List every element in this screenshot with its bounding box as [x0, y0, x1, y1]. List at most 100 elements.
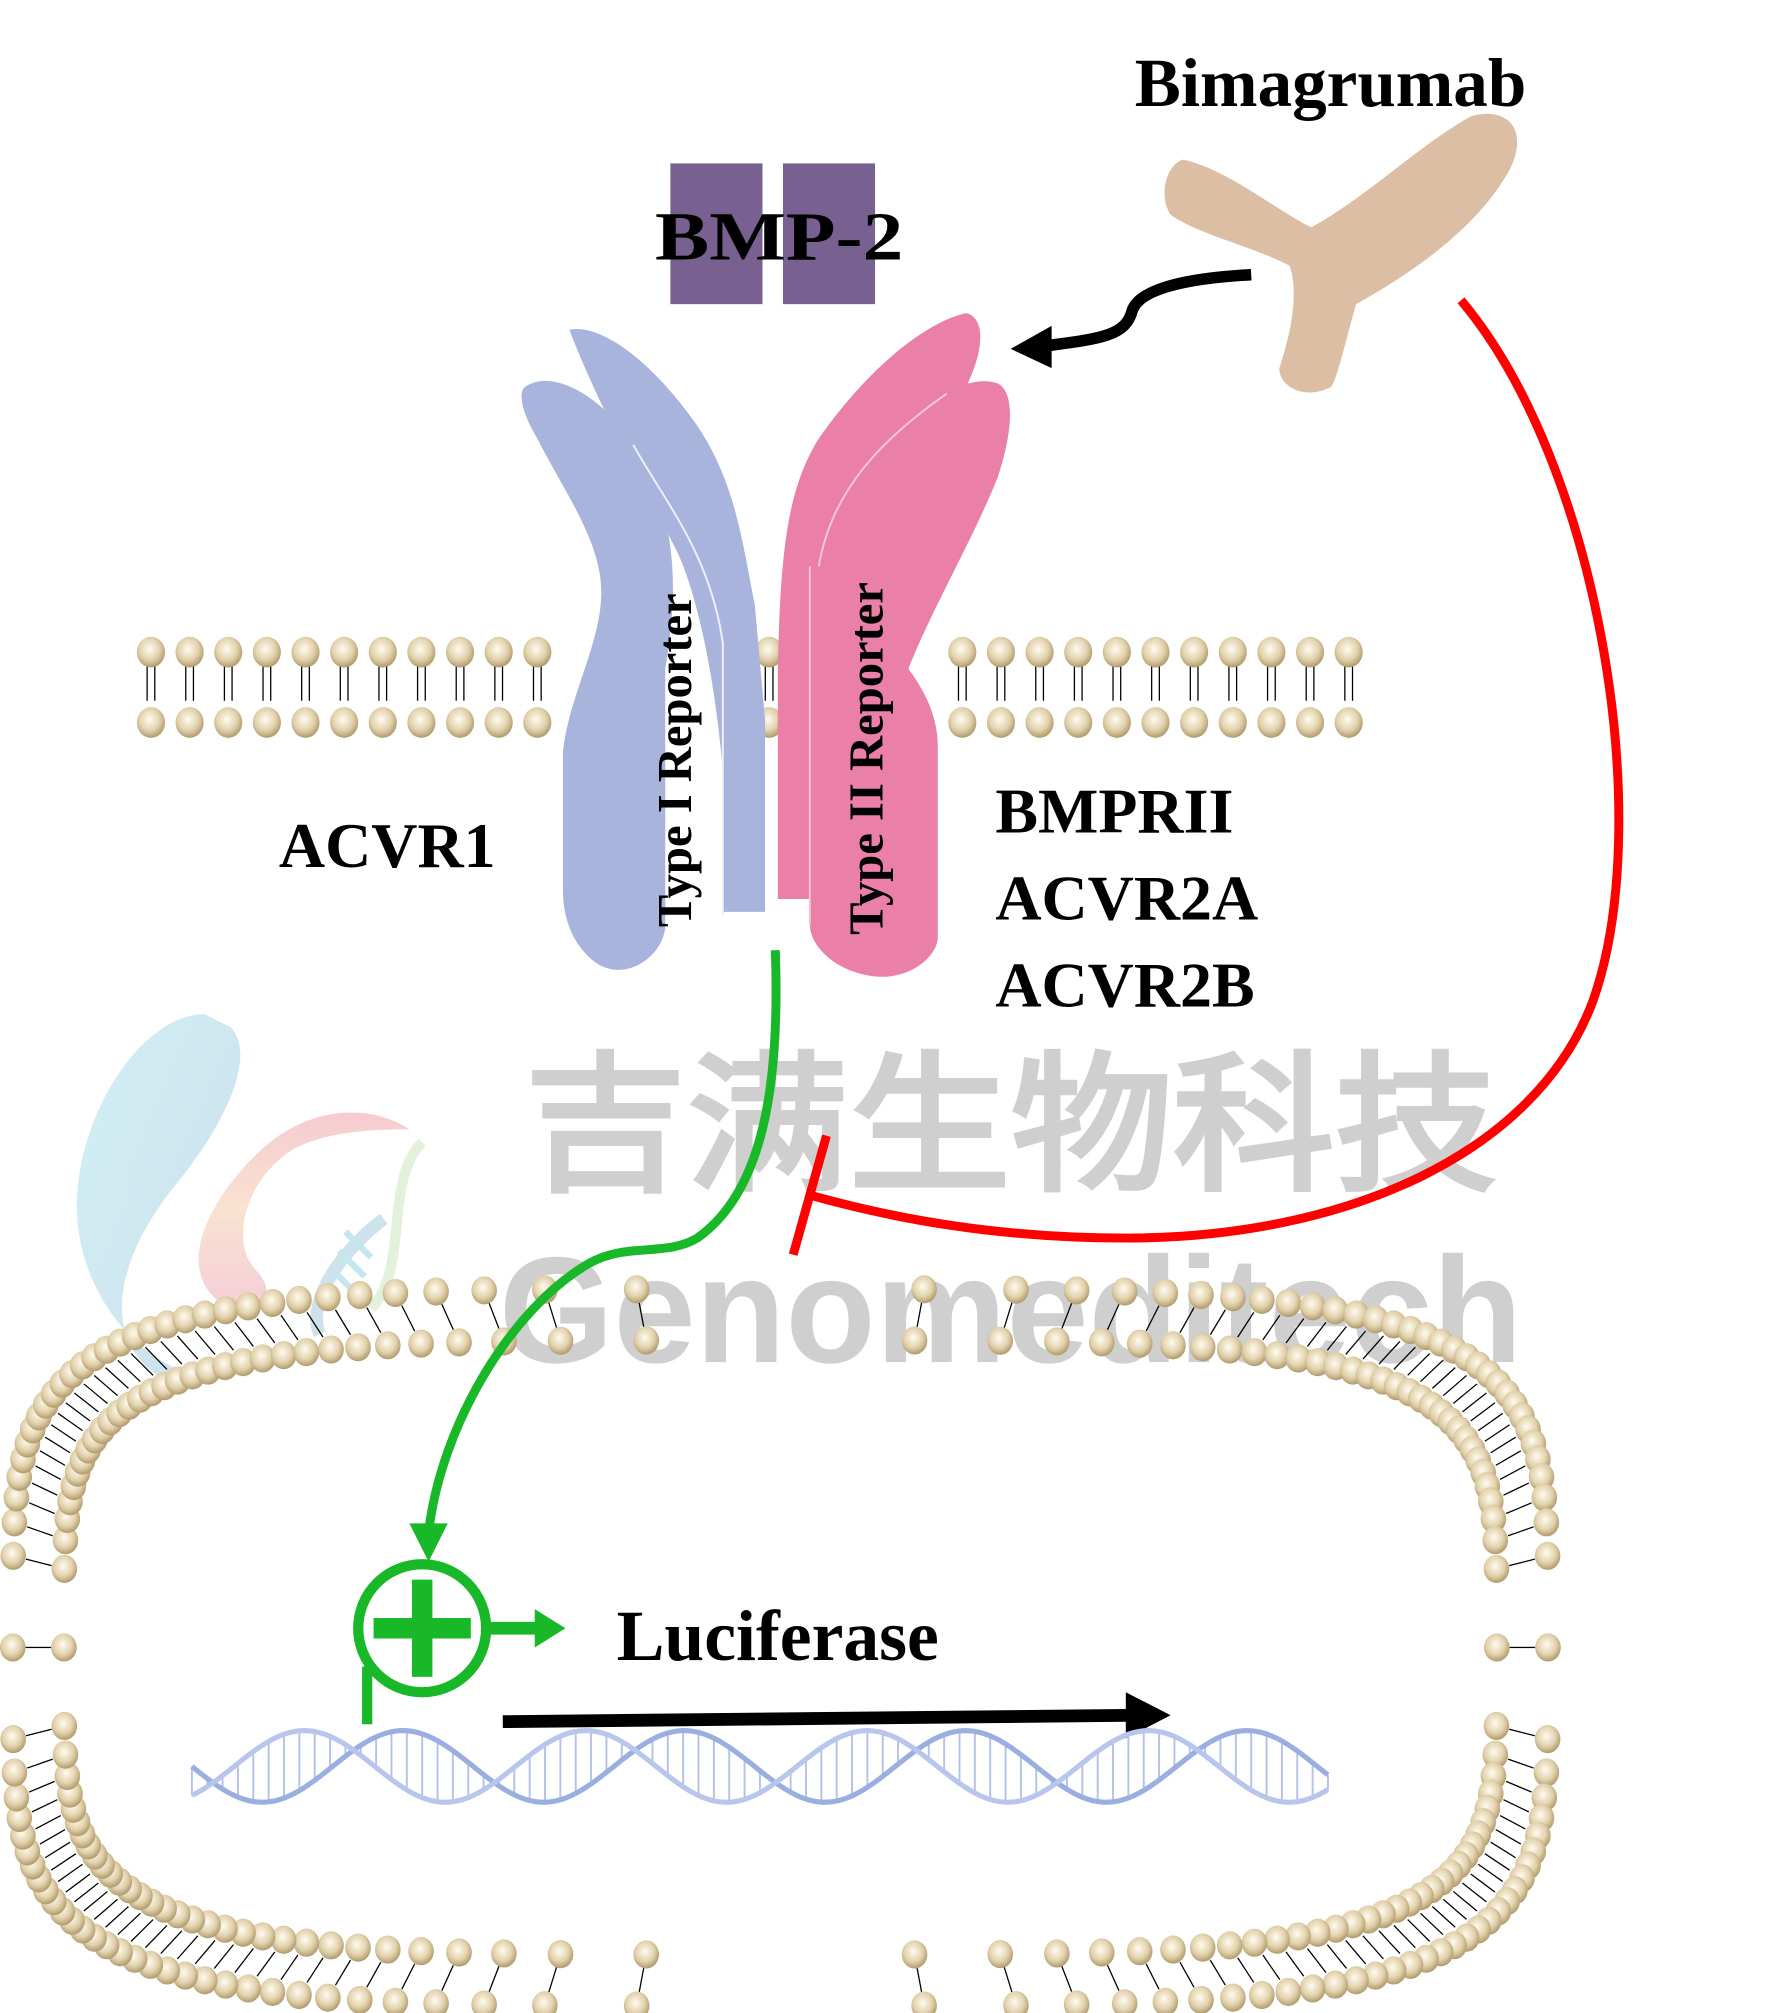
lipid-head-icon	[407, 636, 436, 668]
lipid-head-icon	[54, 1761, 81, 1791]
activation-line	[424, 950, 781, 1533]
lipid-head-icon	[623, 1991, 650, 2013]
lipid-head-icon	[633, 1940, 660, 1969]
dna-icon	[190, 1728, 1330, 1805]
lipid-head-icon	[270, 1341, 297, 1370]
lipid-head-icon	[1180, 636, 1209, 668]
lipid-head-icon	[1180, 707, 1209, 738]
lipid-head-icon	[175, 707, 204, 738]
lipid-head-icon	[491, 1939, 517, 1968]
lipid-head-icon	[1003, 1275, 1029, 1304]
lipid-head-icon	[318, 1335, 344, 1364]
bimagrumab-label: Bimagrumab	[1135, 44, 1526, 121]
lipid-head-icon	[1189, 1333, 1216, 1362]
type1-name-label: ACVR1	[279, 810, 496, 881]
lipid-head-icon	[291, 636, 320, 668]
lipid-head-icon	[286, 1980, 312, 2010]
lipid-head-icon	[235, 1974, 261, 2003]
lipid-head-icon	[1531, 1483, 1558, 1512]
lipid-head-icon	[484, 636, 513, 668]
lipid-head-icon	[1257, 707, 1286, 738]
lipid-head-icon	[1189, 1933, 1216, 1962]
lipid-head-icon	[291, 707, 320, 738]
lipid-head-icon	[1216, 1335, 1243, 1364]
lipid-head-icon	[293, 1928, 320, 1957]
lipid-head-icon	[1025, 636, 1054, 668]
lipid-head-icon	[1534, 1724, 1561, 1754]
lipid-head-icon	[1126, 1937, 1153, 1966]
lipid-head-icon	[259, 1288, 286, 1318]
lipid-head-icon	[252, 636, 281, 668]
lipid-head-icon	[1102, 707, 1131, 738]
lipid-head-icon	[0, 1541, 26, 1570]
lipid-head-icon	[382, 1278, 409, 1308]
lipid-head-icon	[235, 1292, 261, 1321]
lipid-head-icon	[1295, 707, 1325, 738]
lipid-head-icon	[346, 1985, 373, 2013]
transcription-arrowhead-icon	[1125, 1692, 1171, 1739]
lipid-head-icon	[523, 636, 552, 668]
lipid-head-icon	[382, 1987, 409, 2013]
lipid-head-icon	[1275, 1288, 1302, 1318]
lipid-head-icon	[212, 1970, 239, 1999]
lipid-head-icon	[293, 1338, 320, 1367]
lipid-head-icon	[547, 1326, 574, 1355]
lipid-head-icon	[249, 1922, 276, 1951]
lipid-head-icon	[1218, 636, 1247, 668]
lipid-head-icon	[270, 1925, 297, 1954]
lipid-head-icon	[986, 636, 1016, 668]
lipid-head-icon	[286, 1285, 312, 1314]
lipid-head-icon	[1064, 636, 1093, 668]
lipid-head-icon	[1285, 1344, 1311, 1373]
lipid-head-icon	[1111, 1277, 1138, 1306]
binding-arrowhead-icon	[1010, 325, 1052, 369]
transcription-arrow	[502, 1708, 1139, 1729]
lipid-head-icon	[423, 1989, 449, 2013]
lipid-head-icon	[1533, 1508, 1560, 1537]
lipid-head-icon	[214, 707, 243, 738]
type2-receptor	[777, 313, 1010, 977]
lipid-head-icon	[1483, 1554, 1510, 1583]
lipid-head-icon	[1264, 1925, 1290, 1954]
type2-name-label-3: ACVR2B	[995, 950, 1254, 1021]
lipid-head-icon	[1484, 1633, 1510, 1662]
lipid-head-icon	[408, 1329, 434, 1358]
lipid-head-icon	[1322, 1296, 1348, 1325]
lipid-head-icon	[1003, 1991, 1029, 2013]
lipid-head-icon	[345, 1933, 371, 1962]
lipid-head-icon	[1285, 1922, 1311, 1951]
lipid-head-icon	[330, 636, 359, 668]
lipid-head-icon	[1126, 1329, 1153, 1358]
lipid-head-icon	[1025, 707, 1054, 738]
lipid-head-icon	[1188, 1985, 1214, 2013]
lipid-head-icon	[51, 1633, 77, 1662]
lipid-head-icon	[1334, 707, 1363, 738]
nuclear-membrane	[0, 1275, 1561, 2013]
lipid-head-icon	[1102, 636, 1131, 668]
lipid-head-icon	[1264, 1341, 1290, 1370]
lipid-head-icon	[230, 1348, 256, 1377]
type1-receptor	[521, 329, 766, 970]
lipid-head-icon	[1334, 636, 1363, 668]
lipid-head-icon	[532, 1991, 558, 2013]
lipid-head-icon	[212, 1296, 239, 1325]
lipid-head-icon	[1, 1508, 28, 1537]
lipid-head-icon	[345, 1333, 371, 1362]
activation-arrowhead-icon	[409, 1523, 448, 1562]
lipid-head-icon	[755, 636, 784, 668]
lipid-head-icon	[523, 707, 552, 738]
lipid-head-icon	[1535, 1633, 1561, 1662]
type2-receptor-label: Type II Reporter	[840, 582, 894, 935]
lipid-head-icon	[911, 1991, 937, 2013]
lipid-head-icon	[987, 1326, 1014, 1355]
lipid-head-icon	[423, 1277, 449, 1306]
lipid-head-icon	[191, 1966, 218, 1995]
lipid-head-icon	[1483, 1711, 1510, 1741]
type2-name-label-1: BMPRII	[995, 776, 1233, 847]
lipid-head-icon	[1063, 1990, 1090, 2013]
lipid-head-icon	[52, 1740, 79, 1769]
lipid-head-icon	[1480, 1504, 1507, 1533]
inhibition-line	[811, 297, 1624, 1243]
lipid-head-icon	[1141, 636, 1170, 668]
